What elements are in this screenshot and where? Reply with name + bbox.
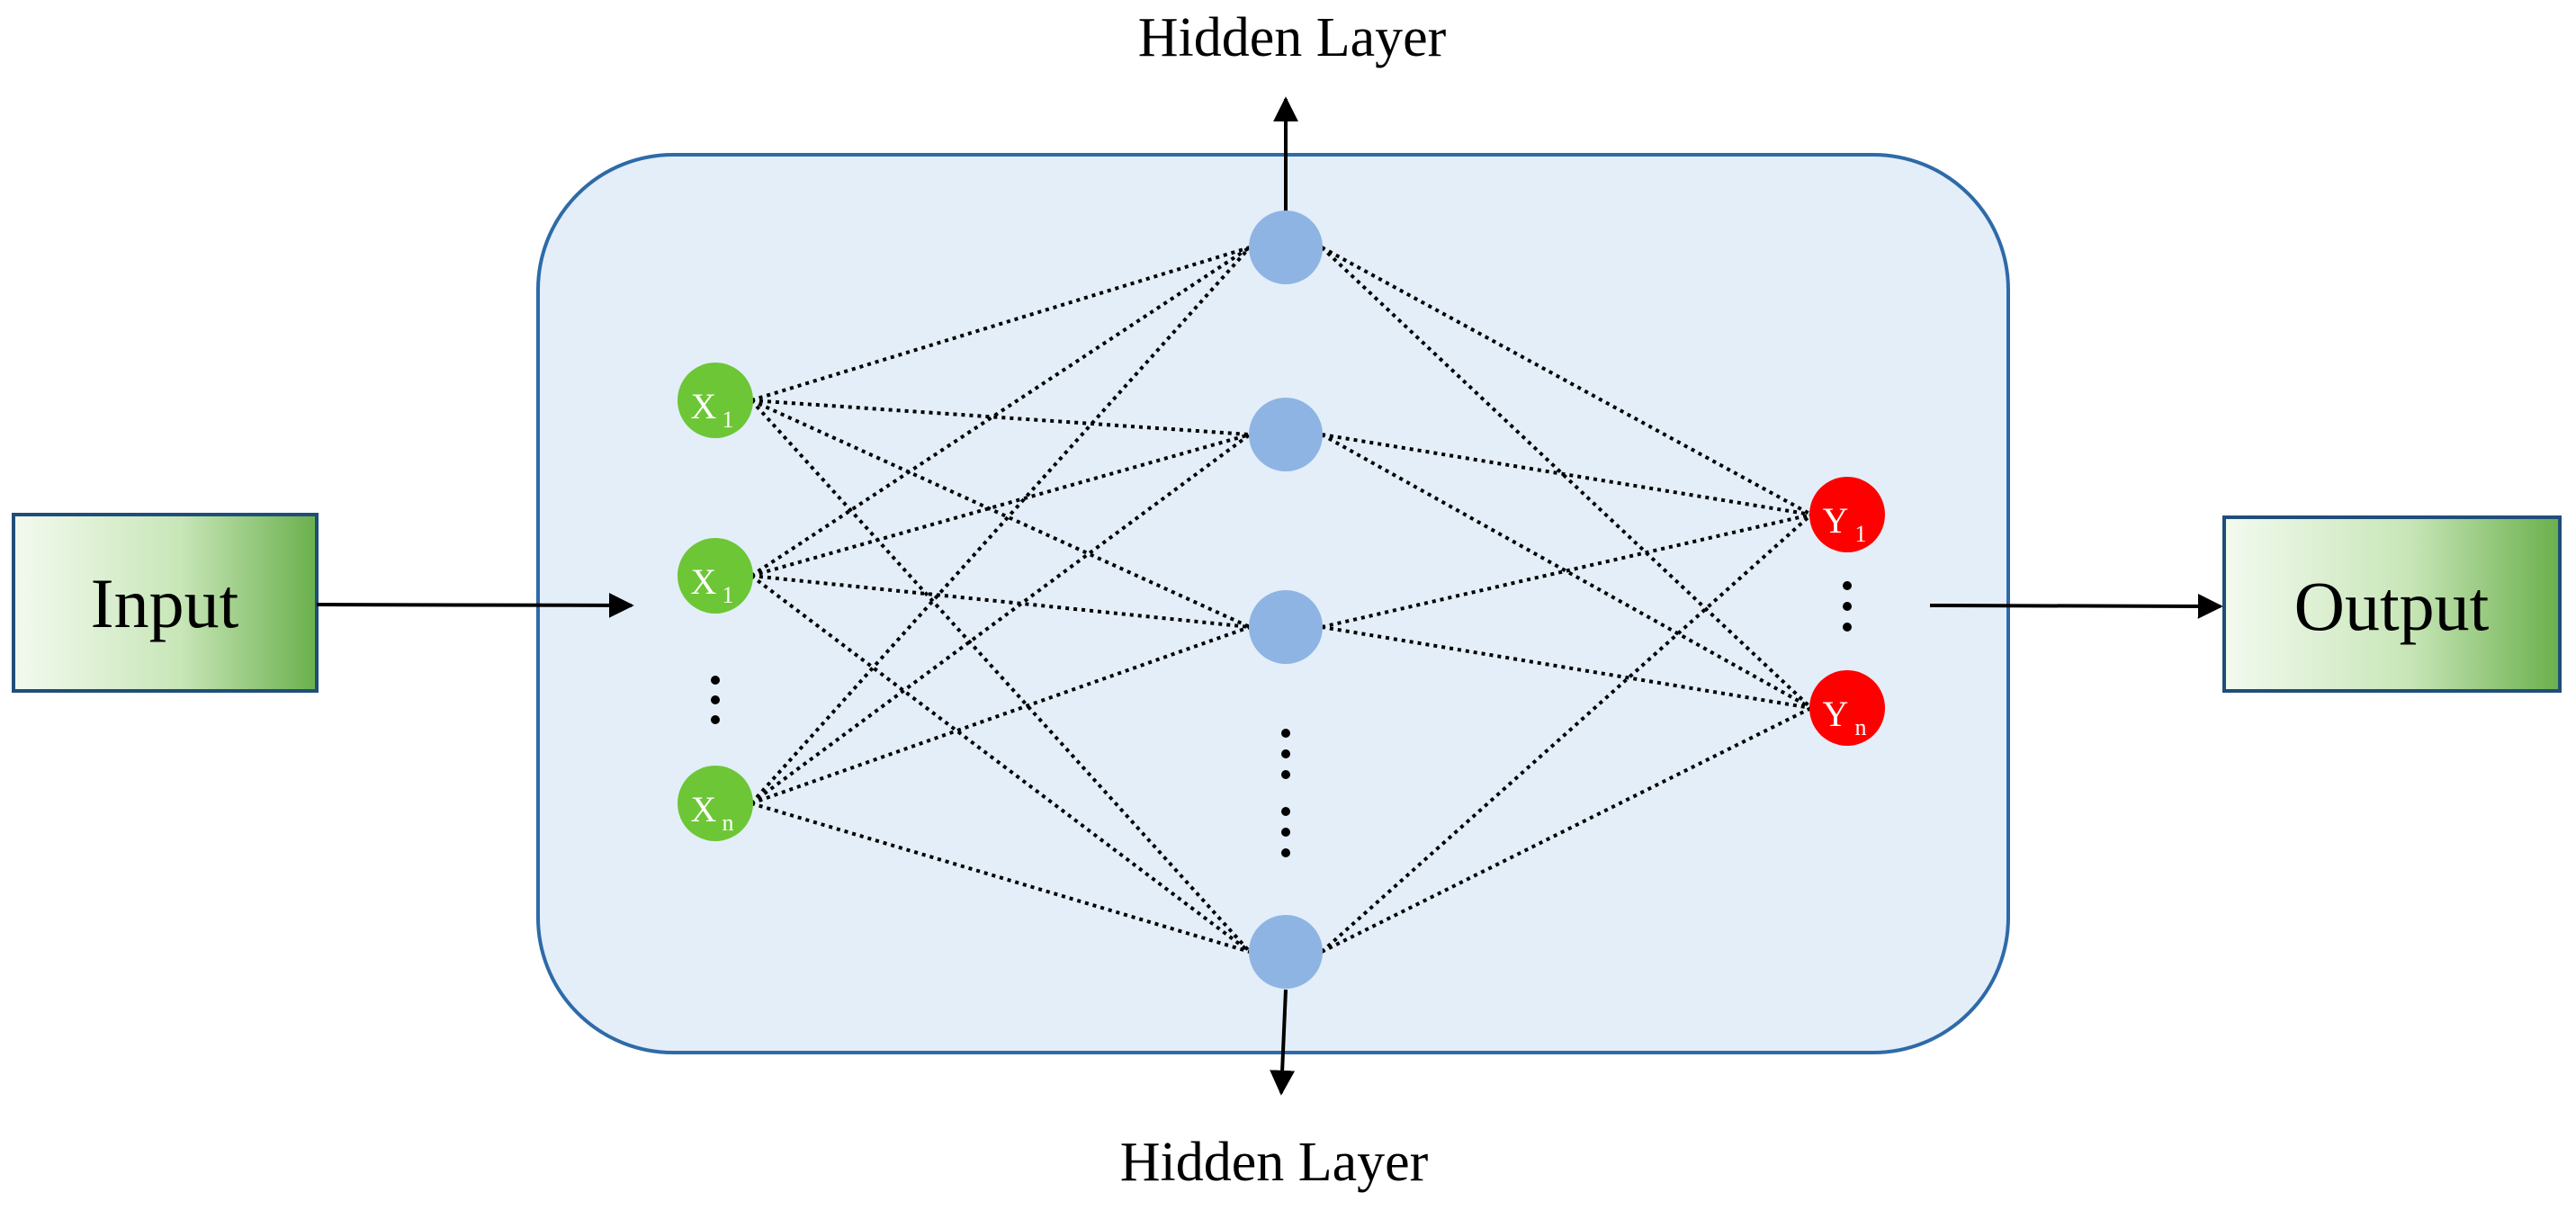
connection-input-3-hidden-2 xyxy=(749,433,1252,805)
connection-input-3-hidden-4 xyxy=(750,802,1251,954)
output-arrow xyxy=(1929,593,2223,619)
output-node-2-letter: Y xyxy=(1823,694,1849,734)
input-node-1-sub: 1 xyxy=(723,407,734,433)
connection-input-3-hidden-1 xyxy=(749,246,1252,805)
output-node-2: Y n xyxy=(1809,670,1885,746)
output-node-1-sub: 1 xyxy=(1855,521,1867,547)
hidden-node-4 xyxy=(1249,915,1323,989)
connection-input-2-hidden-4 xyxy=(749,574,1252,954)
connection-input-2-hidden-1 xyxy=(749,246,1252,578)
hidden-ellipsis xyxy=(1281,729,1290,857)
output-node-1: Y 1 xyxy=(1809,477,1885,552)
hidden-layer-arrow-down xyxy=(1270,989,1296,1096)
connection-input-2-hidden-2 xyxy=(750,433,1251,578)
input-node-1-letter: X xyxy=(691,386,717,426)
connection-input-1-hidden-4 xyxy=(749,399,1252,954)
hidden-layer-label-top: Hidden Layer xyxy=(1138,7,1447,68)
output-label: Output xyxy=(2294,567,2490,645)
connection-input-3-hidden-3 xyxy=(750,625,1251,805)
hidden-layer-label-bottom: Hidden Layer xyxy=(1120,1132,1429,1193)
connections xyxy=(749,246,1813,954)
connection-input-1-hidden-2 xyxy=(750,399,1251,436)
connection-hidden-3-output-1 xyxy=(1321,513,1812,629)
output-node-2-sub: n xyxy=(1855,714,1867,740)
connection-hidden-3-output-2 xyxy=(1321,625,1812,710)
input-node-2-sub: 1 xyxy=(723,582,734,608)
connection-hidden-2-output-1 xyxy=(1321,433,1812,516)
input-node-3: X n xyxy=(678,766,753,841)
output-ellipsis xyxy=(1843,581,1852,632)
input-box: Input xyxy=(12,513,319,693)
input-node-1: X 1 xyxy=(678,363,753,438)
connection-input-1-hidden-3 xyxy=(750,399,1251,629)
hidden-node-3 xyxy=(1249,590,1323,664)
input-node-2-letter: X xyxy=(691,561,717,602)
connection-hidden-1-output-1 xyxy=(1321,246,1812,516)
output-node-1-letter: Y xyxy=(1823,500,1849,541)
input-node-2: X 1 xyxy=(678,538,753,614)
output-box: Output xyxy=(2222,515,2562,693)
input-node-3-letter: X xyxy=(691,789,717,829)
hidden-node-2 xyxy=(1249,398,1323,471)
hidden-nodes xyxy=(1249,211,1323,989)
input-label: Input xyxy=(91,564,239,642)
connection-hidden-1-output-2 xyxy=(1320,246,1813,710)
connection-input-1-hidden-1 xyxy=(750,246,1251,402)
input-ellipsis xyxy=(711,676,720,724)
input-node-3-sub: n xyxy=(723,810,734,836)
connection-input-2-hidden-3 xyxy=(750,574,1251,629)
hidden-node-1 xyxy=(1249,211,1323,284)
connection-hidden-4-output-2 xyxy=(1321,706,1812,954)
